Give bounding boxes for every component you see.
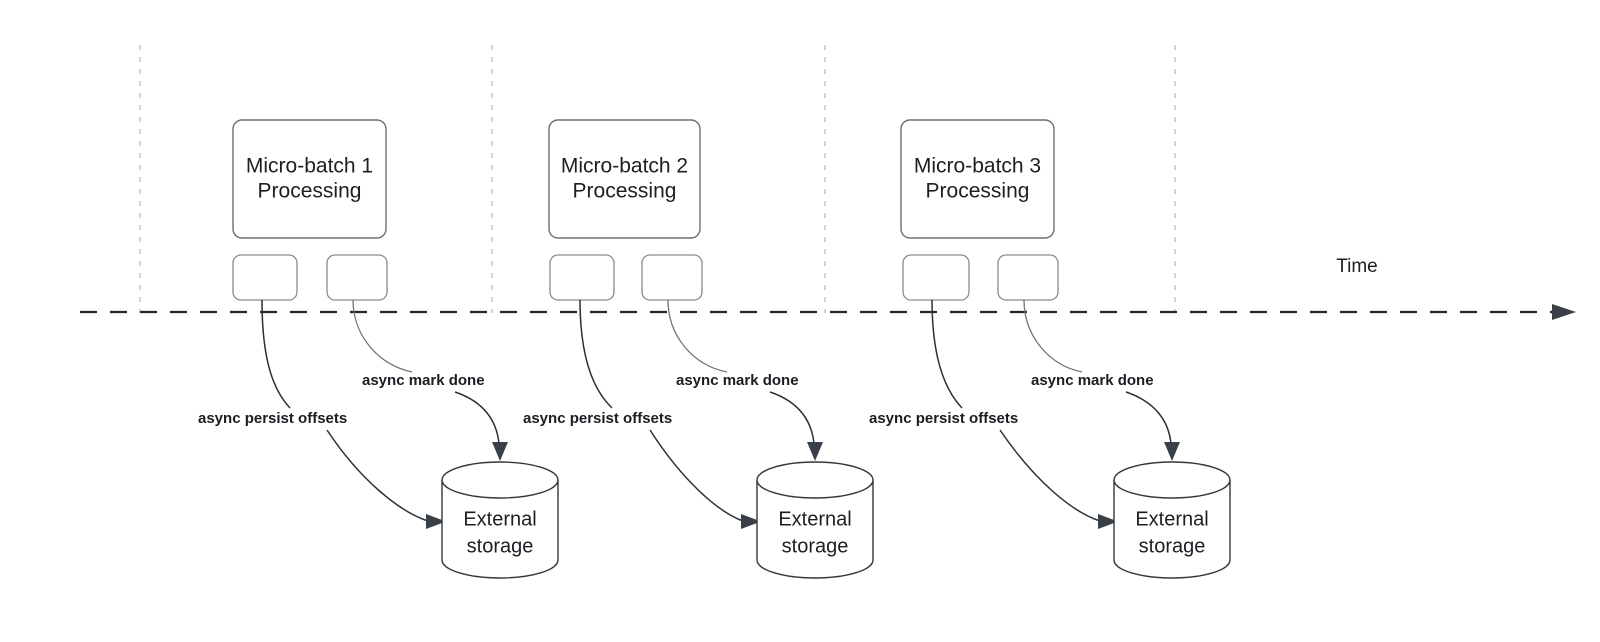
external-storage-2-label-line2: storage bbox=[782, 535, 849, 557]
batch-group-3: Micro-batch 3 Processing async persist o… bbox=[869, 119, 1231, 579]
persist-offsets-arrow-2-icon bbox=[741, 514, 761, 529]
micro-batch-3-task-box-a[interactable] bbox=[902, 254, 970, 301]
tick-guides bbox=[139, 45, 1176, 313]
external-storage-2[interactable]: External storage bbox=[756, 461, 874, 579]
micro-batch-1-task-box-a[interactable] bbox=[232, 254, 298, 301]
persist-offsets-curve-1-lower bbox=[326, 429, 429, 522]
mark-done-arrow-1-icon bbox=[492, 442, 508, 461]
micro-batch-3-box[interactable] bbox=[900, 119, 1055, 239]
mark-done-curve-2-upper bbox=[667, 299, 728, 373]
mark-done-arrow-2-icon bbox=[807, 442, 823, 461]
mark-done-curve-3-upper bbox=[1023, 299, 1083, 373]
async-persist-offsets-label-1: async persist offsets bbox=[198, 410, 347, 427]
mark-done-arrow-3-icon bbox=[1164, 442, 1180, 461]
micro-batch-1-label-line1: Micro-batch 1 bbox=[246, 155, 373, 178]
micro-batch-2-task-box-b[interactable] bbox=[641, 254, 703, 301]
timeline-axis: Time bbox=[80, 256, 1576, 320]
external-storage-1[interactable]: External storage bbox=[441, 461, 559, 579]
async-mark-done-label-2: async mark done bbox=[676, 372, 799, 389]
micro-batch-3-label-line2: Processing bbox=[926, 180, 1030, 203]
micro-batch-1-box[interactable] bbox=[232, 119, 387, 239]
async-persist-offsets-label-2: async persist offsets bbox=[523, 410, 672, 427]
time-axis-label: Time bbox=[1336, 256, 1378, 277]
micro-batch-2-label-line2: Processing bbox=[573, 180, 677, 203]
micro-batch-2-task-box-a[interactable] bbox=[549, 254, 615, 301]
external-storage-3-label-line2: storage bbox=[1139, 535, 1206, 557]
micro-batch-1-label-line2: Processing bbox=[258, 180, 362, 203]
micro-batch-3-label-line1: Micro-batch 3 bbox=[914, 155, 1041, 178]
persist-offsets-curve-1-upper bbox=[261, 299, 291, 409]
micro-batch-2-label-line1: Micro-batch 2 bbox=[561, 155, 688, 178]
batch-group-1: Micro-batch 1 Processing async persist o… bbox=[198, 119, 559, 579]
mark-done-curve-1-upper bbox=[352, 299, 413, 373]
micro-batch-2-box[interactable] bbox=[548, 119, 701, 239]
timeline-arrow-icon bbox=[1552, 304, 1576, 320]
external-storage-3-label-line1: External bbox=[1135, 508, 1208, 530]
external-storage-1-label-line2: storage bbox=[467, 535, 534, 557]
mark-done-curve-1-lower bbox=[454, 391, 500, 445]
persist-offsets-curve-3-upper bbox=[931, 299, 963, 409]
mark-done-curve-3-lower bbox=[1125, 391, 1172, 445]
micro-batch-1-task-box-b[interactable] bbox=[326, 254, 388, 301]
persist-offsets-curve-2-lower bbox=[649, 429, 744, 522]
batch-group-2: Micro-batch 2 Processing async persist o… bbox=[523, 119, 874, 579]
persist-offsets-arrow-3-icon bbox=[1098, 514, 1118, 529]
persist-offsets-arrow-1-icon bbox=[426, 514, 446, 529]
micro-batch-3-task-box-b[interactable] bbox=[997, 254, 1059, 301]
external-storage-2-label-line1: External bbox=[778, 508, 851, 530]
async-persist-offsets-label-3: async persist offsets bbox=[869, 410, 1018, 427]
async-mark-done-label-1: async mark done bbox=[362, 372, 485, 389]
async-mark-done-label-3: async mark done bbox=[1031, 372, 1154, 389]
external-storage-1-label-line1: External bbox=[463, 508, 536, 530]
external-storage-3[interactable]: External storage bbox=[1113, 461, 1231, 579]
persist-offsets-curve-2-upper bbox=[579, 299, 613, 409]
persist-offsets-curve-3-lower bbox=[999, 429, 1101, 522]
mark-done-curve-2-lower bbox=[769, 391, 815, 445]
